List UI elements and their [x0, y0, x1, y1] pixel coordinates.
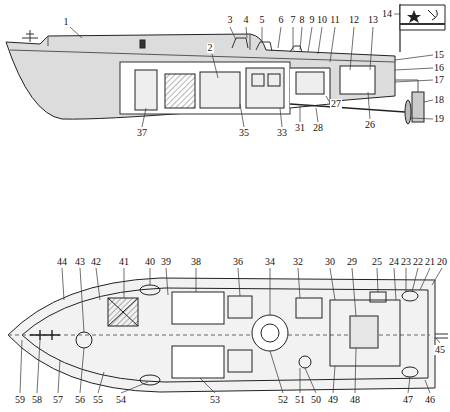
callout-number: 59 — [14, 395, 26, 405]
callout-number: 19 — [433, 114, 445, 124]
callout-number: 34 — [264, 257, 276, 267]
callout-number: 7 — [290, 15, 297, 25]
callout-number: 24 — [388, 257, 400, 267]
callout-number: 48 — [349, 395, 361, 405]
callout-number: 54 — [115, 395, 127, 405]
callout-number: 17 — [433, 75, 445, 85]
callout-number: 31 — [294, 123, 306, 133]
callout-number: 12 — [348, 15, 360, 25]
callout-number: 35 — [238, 128, 250, 138]
callout-number: 6 — [278, 15, 285, 25]
callout-number: 45 — [434, 345, 446, 355]
callout-number: 52 — [277, 395, 289, 405]
callout-number: 28 — [312, 123, 324, 133]
callout-number: 44 — [56, 257, 68, 267]
callout-number: 29 — [346, 257, 358, 267]
callout-number: 37 — [136, 128, 148, 138]
callout-number: 56 — [74, 395, 86, 405]
callout-number: 10 — [316, 15, 328, 25]
callout-number: 16 — [433, 63, 445, 73]
callout-number: 27 — [330, 99, 342, 109]
callout-number: 5 — [259, 15, 266, 25]
callout-number: 40 — [144, 257, 156, 267]
callout-number: 23 — [400, 257, 412, 267]
callout-number: 47 — [402, 395, 414, 405]
callout-number: 25 — [371, 257, 383, 267]
callout-number: 18 — [433, 95, 445, 105]
callout-number: 30 — [324, 257, 336, 267]
callout-number: 53 — [209, 395, 221, 405]
callout-number: 55 — [92, 395, 104, 405]
callout-number: 38 — [190, 257, 202, 267]
callout-number: 15 — [433, 50, 445, 60]
callout-number: 33 — [276, 128, 288, 138]
callout-number: 50 — [310, 395, 322, 405]
callout-number: 51 — [294, 395, 306, 405]
callout-number: 21 — [424, 257, 436, 267]
callout-number: 57 — [52, 395, 64, 405]
callout-number: 39 — [160, 257, 172, 267]
callout-number: 13 — [367, 15, 379, 25]
callout-number: 42 — [90, 257, 102, 267]
callout-number: 4 — [243, 15, 250, 25]
callout-number: 32 — [292, 257, 304, 267]
callout-number: 58 — [31, 395, 43, 405]
callout-number: 11 — [329, 15, 341, 25]
callout-number: 20 — [436, 257, 448, 267]
callout-number: 36 — [232, 257, 244, 267]
callout-number: 8 — [299, 15, 306, 25]
callout-number: 22 — [412, 257, 424, 267]
callout-number: 46 — [424, 395, 436, 405]
callout-number: 9 — [309, 15, 316, 25]
callout-number: 41 — [118, 257, 130, 267]
callout-number: 49 — [327, 395, 339, 405]
callout-number: 26 — [364, 120, 376, 130]
callout-number: 3 — [227, 15, 234, 25]
callout-number: 2 — [207, 43, 214, 53]
callout-number: 43 — [74, 257, 86, 267]
callout-number: 14 — [381, 9, 393, 19]
callout-number: 1 — [63, 17, 70, 27]
